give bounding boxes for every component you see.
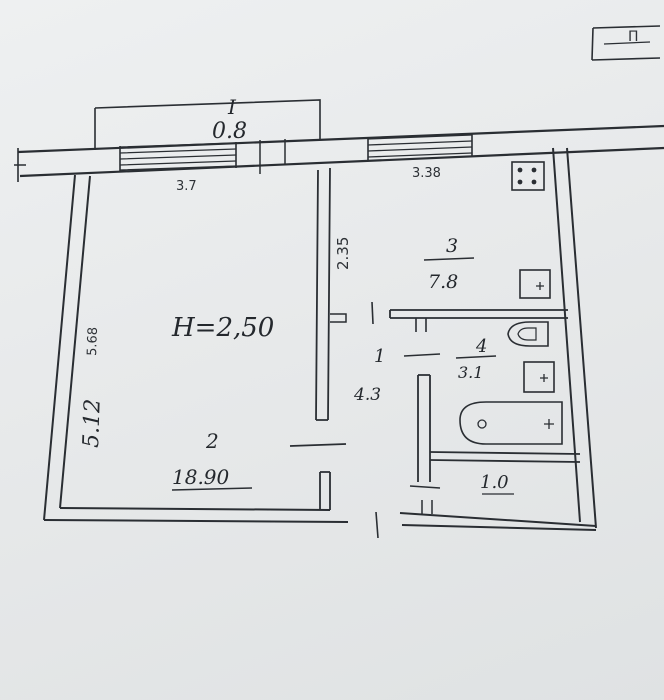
exterior-top-wall: 3.7 3.38 bbox=[14, 124, 664, 194]
bathroom-partitions bbox=[389, 309, 581, 514]
window-right bbox=[367, 133, 473, 160]
balcony-area: 0.8 bbox=[212, 119, 247, 144]
exterior-walls bbox=[43, 147, 597, 539]
window-left bbox=[119, 142, 237, 172]
page-label: П bbox=[628, 29, 639, 45]
stove-icon bbox=[511, 161, 545, 191]
room-3-number: 3 bbox=[446, 235, 458, 257]
room-1-number: 1 bbox=[374, 346, 385, 367]
toilet-icon bbox=[507, 321, 549, 347]
sink-icon bbox=[519, 269, 551, 299]
balcony: I 0.8 bbox=[94, 95, 321, 150]
window-width-right: 3.38 bbox=[412, 166, 441, 181]
wall-length-alt: 5.68 bbox=[85, 327, 101, 356]
partition-length: 2.35 bbox=[334, 237, 352, 270]
room-3-area: 7.8 bbox=[428, 271, 458, 293]
room-4-label: 4 3.1 bbox=[455, 336, 497, 382]
room-2-number: 2 bbox=[205, 429, 219, 453]
room-5-area: 1.0 bbox=[480, 472, 509, 493]
sheet-stamp: П bbox=[591, 25, 661, 61]
room-2-area: 18.90 bbox=[172, 465, 230, 489]
room-4-number: 4 bbox=[475, 336, 487, 357]
balcony-roman: I bbox=[227, 95, 237, 119]
room-3-label: 3 7.8 bbox=[423, 235, 475, 293]
window-width-left: 3.7 bbox=[176, 179, 197, 194]
ceiling-height: H=2,50 bbox=[171, 313, 274, 343]
room-5-label: 1.0 bbox=[480, 472, 514, 495]
washbasin-icon bbox=[523, 361, 555, 393]
room-2-label: 2 18.90 bbox=[171, 429, 253, 491]
room-1-area: 4.3 bbox=[353, 385, 381, 405]
wall-length-main: 5.12 bbox=[79, 398, 106, 448]
room-1-label: 1 4.3 bbox=[353, 346, 385, 405]
room-4-area: 3.1 bbox=[458, 363, 483, 382]
interior-partition bbox=[289, 167, 374, 510]
bathtub-icon bbox=[459, 401, 563, 445]
